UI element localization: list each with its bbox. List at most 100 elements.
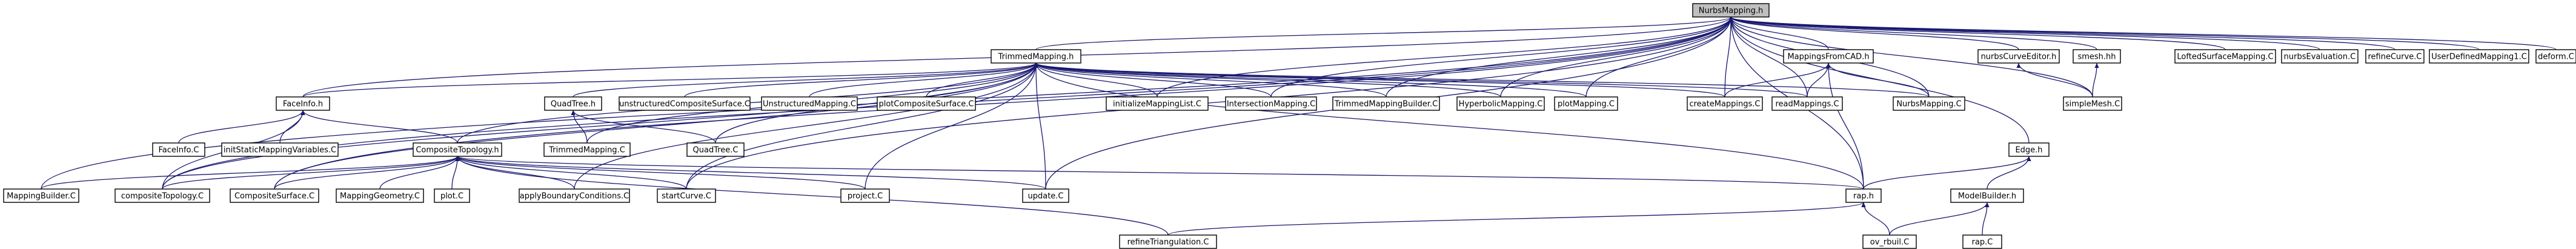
edge-hyperbolicmapping_c-to-nurbs_h: [1500, 16, 1733, 98]
node-edge-h[interactable]: Edge.h: [2008, 142, 2050, 157]
node-label: project.C: [848, 192, 883, 201]
edge-createmappings_c-to-mappingsfromcad_h: [1724, 62, 1831, 98]
node-quadtree-h[interactable]: QuadTree.h: [544, 96, 602, 111]
node-unstructuredmapping-c[interactable]: UnstructuredMapping.C: [761, 96, 858, 111]
node-label: QuadTree.C: [693, 146, 739, 155]
node-box: [519, 188, 630, 203]
edge-trimmedmappingbuilder_c-to-trimmed_h: [1034, 62, 1387, 98]
node-refinetriangulation-c[interactable]: refineTriangulation.C: [1119, 234, 1217, 249]
node-initstatic-c[interactable]: initStaticMappingVariables.C: [221, 142, 339, 157]
edge-compositetopology_c-to-compositetopology_h: [162, 156, 460, 190]
edge-startcurve_c-to-nurbs_h: [686, 16, 1733, 190]
node-intersectionmapping-c[interactable]: IntersectionMapping.C: [1225, 96, 1317, 111]
edge-startcurve_c-to-compositetopology_h: [455, 156, 687, 190]
node-label: FaceInfo.C: [159, 146, 199, 155]
edge-intersectionmapping_c-to-trimmed_h: [1034, 62, 1272, 98]
node-simplemesh-c[interactable]: simpleMesh.C: [2063, 96, 2122, 111]
node-label: ModelBuilder.h: [1958, 192, 2016, 201]
node-box: [1106, 96, 1209, 111]
node-rap-c[interactable]: rap.C: [1962, 234, 2002, 249]
node-box: [1893, 96, 1965, 111]
node-box: [761, 96, 858, 111]
node-faceinfo-c[interactable]: FaceInfo.C: [152, 142, 205, 157]
node-box: [2281, 49, 2359, 64]
node-plotmapping-c[interactable]: plotMapping.C: [1554, 96, 1618, 111]
edge-nurbscurveeditor_h-to-nurbs_h: [1728, 16, 2019, 50]
node-quadtree-c[interactable]: QuadTree.C: [686, 142, 745, 157]
node-label: startCurve.C: [662, 192, 711, 201]
node-label: nurbsEvaluation.C: [2284, 53, 2356, 62]
node-startcurve-c[interactable]: startCurve.C: [657, 188, 716, 203]
node-nurbs-h[interactable]: NurbsMapping.h: [1692, 3, 1770, 18]
node-box: [2365, 49, 2425, 64]
node-hyperbolicmapping-c[interactable]: HyperbolicMapping.C: [1456, 96, 1545, 111]
node-mappinggeometry-c[interactable]: MappingGeometry.C: [336, 188, 424, 203]
node-compositetopology-c[interactable]: compositeTopology.C: [115, 188, 210, 203]
node-label: MappingsFromCAD.h: [1787, 53, 1869, 62]
node-trimmedmapping-c[interactable]: TrimmedMapping.C: [543, 142, 631, 157]
node-box: [2008, 142, 2050, 157]
node-update-c[interactable]: update.C: [1022, 188, 1069, 203]
edge-compositesurface_c-to-nurbs_h: [274, 16, 1733, 190]
node-trimmed-h[interactable]: TrimmedMapping.h: [991, 49, 1081, 64]
node-rap-h[interactable]: rap.h: [1845, 188, 1882, 203]
edge-project_c-to-compositetopology_h: [455, 156, 866, 190]
node-mappingbuilder-c[interactable]: MappingBuilder.C: [3, 188, 79, 203]
node-project-c[interactable]: project.C: [840, 188, 890, 203]
node-nurbscurveeditor-h[interactable]: nurbsCurveEditor.h: [1977, 49, 2060, 64]
node-readmappings-c[interactable]: readMappings.C: [1771, 96, 1843, 111]
node-box: [1977, 49, 2060, 64]
node-box: [1332, 96, 1440, 111]
node-box: [877, 96, 976, 111]
node-createmappings-c[interactable]: createMappings.C: [1687, 96, 1763, 111]
node-label: smesh.hh: [2077, 53, 2116, 62]
node-label: QuadTree.h: [551, 100, 596, 109]
node-nurbsevaluation-c[interactable]: nurbsEvaluation.C: [2281, 49, 2359, 64]
node-box: [336, 188, 424, 203]
node-plot-c[interactable]: plot.C: [434, 188, 470, 203]
node-box: [544, 96, 602, 111]
node-label: refineTriangulation.C: [1127, 238, 1209, 247]
node-box: [1022, 188, 1069, 203]
node-compositesurface-c[interactable]: CompositeSurface.C: [230, 188, 319, 203]
edge-initializemappinglist_c-to-trimmed_h: [1034, 62, 1158, 98]
edge-createmappings_c-to-trimmed_h: [1034, 62, 1725, 98]
node-loftedsurface-c[interactable]: LoftedSurfaceMapping.C: [2174, 49, 2276, 64]
node-label: MappingBuilder.C: [7, 192, 76, 201]
node-box: [619, 96, 751, 111]
node-box: [152, 142, 205, 157]
node-applyboundaryconditions-c[interactable]: applyBoundaryConditions.C: [519, 188, 630, 203]
node-box: [1225, 96, 1317, 111]
node-box: [413, 142, 502, 157]
node-label: FaceInfo.h: [283, 100, 323, 109]
node-box: [543, 142, 631, 157]
node-faceinfo-h[interactable]: FaceInfo.h: [276, 96, 330, 111]
edge-ov_rbuil_c-to-modelbuilder_h: [1889, 202, 1990, 236]
node-box: [1692, 3, 1770, 18]
node-ov-rbuil-c[interactable]: ov_rbuil.C: [1862, 234, 1917, 249]
node-modelbuilder-h[interactable]: ModelBuilder.h: [1950, 188, 2024, 203]
node-plotcompositesurface-c[interactable]: plotCompositeSurface.C: [877, 96, 976, 111]
node-label: TrimmedMapping.h: [998, 53, 1074, 62]
node-label: plotMapping.C: [1558, 100, 1615, 109]
node-mappingsfromcad-h[interactable]: MappingsFromCAD.h: [1783, 49, 1874, 64]
edge-simplemesh_c-to-smesh_hh: [2092, 62, 2099, 98]
node-label: createMappings.C: [1689, 100, 1760, 109]
node-label: initStaticMappingVariables.C: [224, 146, 336, 155]
node-label: Edge.h: [2015, 146, 2042, 155]
node-initializemappinglist-c[interactable]: initializeMappingList.C: [1106, 96, 1209, 111]
node-deform-c[interactable]: deform.C: [2535, 49, 2576, 64]
node-label: LoftedSurfaceMapping.C: [2177, 53, 2273, 62]
node-nurbsmapping-c[interactable]: NurbsMapping.C: [1893, 96, 1965, 111]
node-label: rap.h: [1853, 192, 1874, 201]
edge-ov_rbuil_c-to-rap_h: [1861, 202, 1890, 236]
edge-nurbsmapping_c-to-mappingsfromcad_h: [1826, 62, 1930, 98]
node-label: initializeMappingList.C: [1113, 100, 1201, 109]
node-userdefined1-c[interactable]: UserDefinedMapping1.C: [2429, 49, 2529, 64]
node-refinecurve-c[interactable]: refineCurve.C: [2365, 49, 2425, 64]
node-label: compositeTopology.C: [121, 192, 204, 201]
node-unstructuredcomposite-c[interactable]: unstructuredCompositeSurface.C: [619, 96, 751, 111]
node-compositetopology-h[interactable]: CompositeTopology.h: [413, 142, 502, 157]
node-trimmedmappingbuilder-c[interactable]: TrimmedMappingBuilder.C: [1332, 96, 1440, 111]
node-smesh-hh[interactable]: smesh.hh: [2073, 49, 2121, 64]
